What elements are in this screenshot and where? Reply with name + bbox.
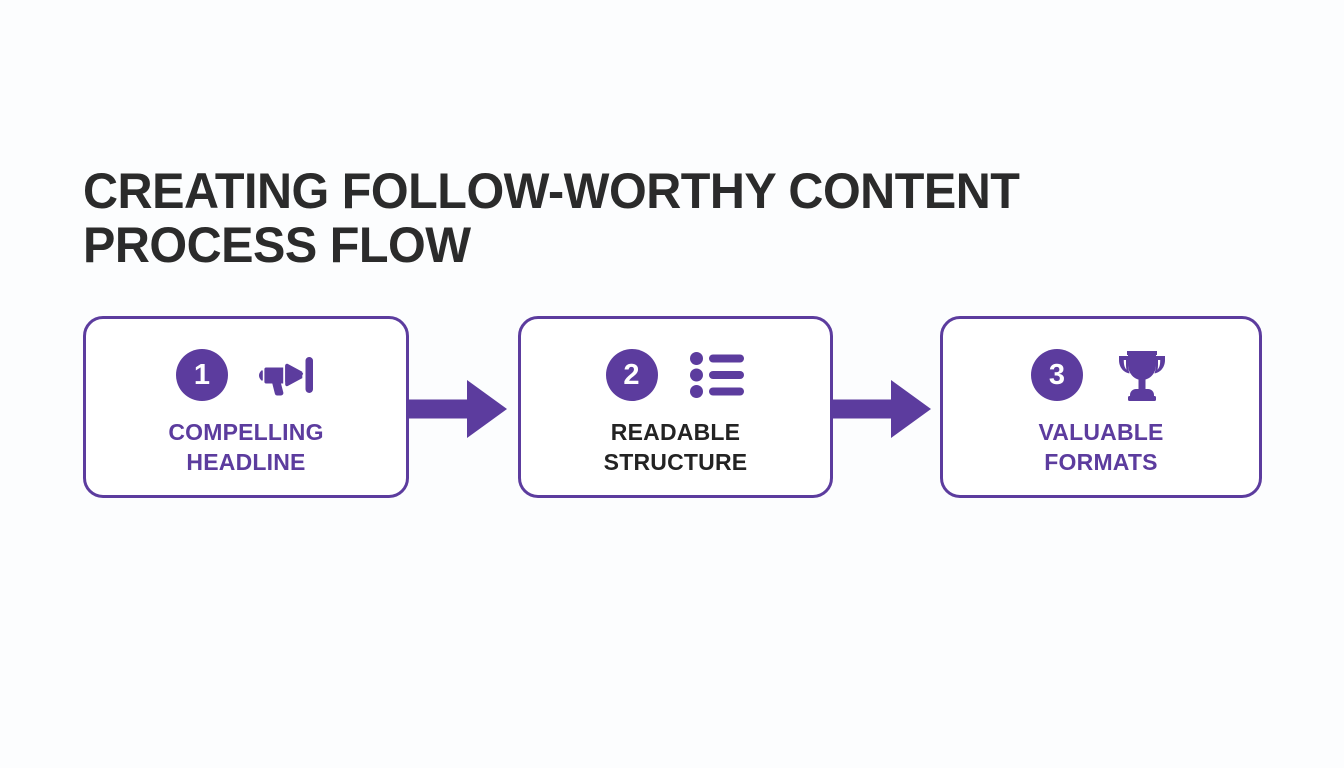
flow-step-2-label: READABLE STRUCTURE bbox=[531, 417, 820, 477]
step-number-badge-1: 1 bbox=[176, 349, 228, 401]
flow-step-1-header: 1 bbox=[86, 347, 406, 403]
bulleted-list-icon bbox=[688, 348, 746, 402]
page-title-line-1: CREATING FOLLOW-WORTHY CONTENT bbox=[83, 163, 1020, 219]
flow-step-2-label-line-1: READABLE bbox=[610, 419, 741, 445]
arrow-right-icon-2 bbox=[833, 380, 931, 438]
flow-step-3-label: VALUABLE FORMATS bbox=[953, 417, 1249, 477]
flow-step-3-label-line-2: FORMATS bbox=[1044, 449, 1158, 475]
trophy-icon bbox=[1113, 348, 1171, 402]
megaphone-icon bbox=[258, 348, 316, 402]
flow-step-1-label: COMPELLING HEADLINE bbox=[96, 417, 396, 477]
arrow-right-icon-1 bbox=[409, 380, 507, 438]
page-title: CREATING FOLLOW-WORTHY CONTENT PROCESS F… bbox=[83, 164, 1083, 272]
flow-step-card-2[interactable]: 2 READABLE STRUCTURE bbox=[518, 316, 833, 498]
flow-step-3-header: 3 bbox=[943, 347, 1259, 403]
step-number-badge-3: 3 bbox=[1031, 349, 1083, 401]
page-title-line-2: PROCESS FLOW bbox=[83, 217, 471, 273]
flow-step-2-label-line-2: STRUCTURE bbox=[603, 449, 748, 475]
flow-step-2-header: 2 bbox=[521, 347, 830, 403]
step-number-badge-2: 2 bbox=[605, 349, 658, 401]
flow-diagram: 1 COMPELLING HEADLINE bbox=[0, 316, 1344, 498]
flow-step-1-label-line-2: HEADLINE bbox=[186, 449, 306, 475]
flow-step-card-3[interactable]: 3 VALUABLE FORMATS bbox=[940, 316, 1262, 498]
flow-step-1-label-line-1: COMPELLING bbox=[168, 419, 324, 445]
flow-step-card-1[interactable]: 1 COMPELLING HEADLINE bbox=[83, 316, 409, 498]
flow-step-3-label-line-1: VALUABLE bbox=[1038, 419, 1164, 445]
